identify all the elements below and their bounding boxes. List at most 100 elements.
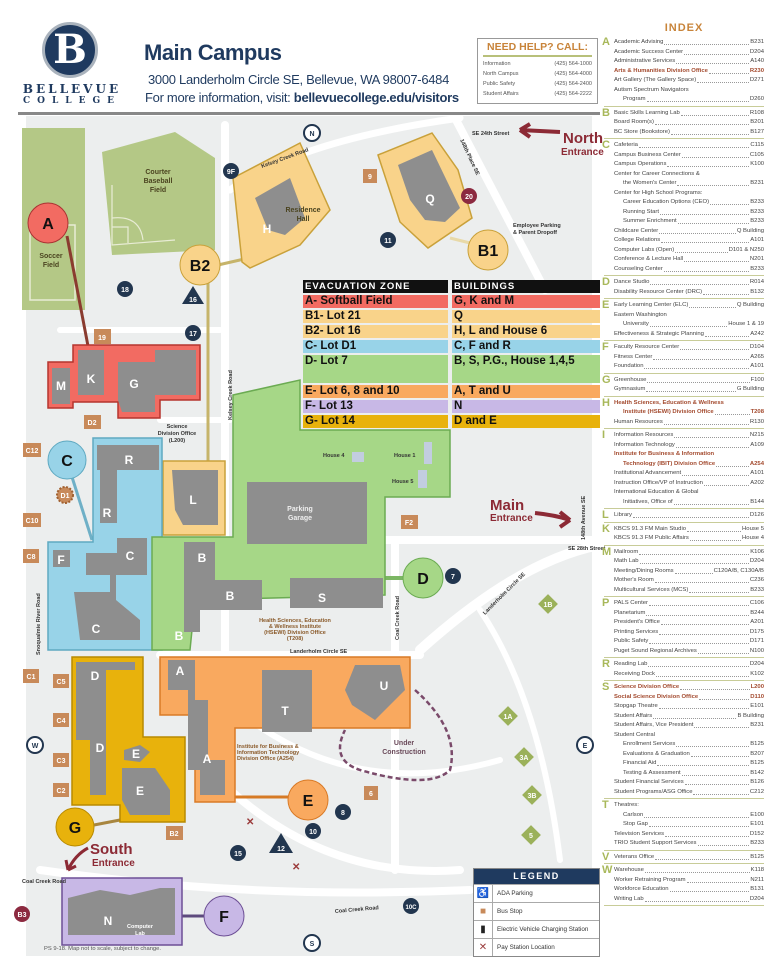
legend-item: ♿ADA Parking: [474, 884, 599, 902]
index-entry[interactable]: Health Sciences, Education & Wellness: [614, 399, 764, 409]
index-entry[interactable]: Theatres:: [614, 801, 764, 811]
index-entry[interactable]: Early Learning Center (ELC)Q Building: [614, 301, 764, 311]
index-entry[interactable]: Board Room(s)B201: [614, 118, 764, 128]
index-entry[interactable]: Student Central: [614, 731, 764, 741]
index-entry[interactable]: Disability Resource Center (DRC)B132: [614, 288, 764, 298]
visitors-link[interactable]: bellevuecollege.edu/visitors: [293, 90, 459, 105]
index-entry-room: K106: [750, 548, 764, 555]
help-row-phone[interactable]: (425) 564-1000: [554, 61, 592, 67]
index-entry-leader: [660, 208, 750, 215]
index-entry[interactable]: Computer Labs (Open)D101 & N250: [614, 246, 764, 256]
index-entry[interactable]: BC Store (Bookstore)B127: [614, 128, 764, 138]
help-row-phone[interactable]: (425) 564-4000: [554, 71, 592, 77]
evacuation-zone-markers[interactable]: A B2 B1 C D E G F: [27, 202, 509, 937]
index-entry[interactable]: Career Education Options (CEO)B233: [614, 198, 764, 208]
index-entry[interactable]: Center for Career Connections &: [614, 170, 764, 180]
index-entry[interactable]: International Education & Global: [614, 488, 764, 498]
index-entry-room: B244: [750, 609, 764, 616]
index-entry[interactable]: Art Gallery (The Gallery Space)D271: [614, 76, 764, 86]
index-entry[interactable]: Eastern Washington: [614, 311, 764, 321]
index-entry-leader: [686, 876, 750, 883]
index-entry[interactable]: Autism Spectrum Navigators: [614, 86, 764, 96]
legend-item: ■Bus Stop: [474, 902, 599, 920]
help-row-phone[interactable]: (425) 564-2222: [554, 91, 592, 97]
help-row-phone[interactable]: (425) 564-2400: [554, 81, 592, 87]
legend-title: LEGEND: [474, 869, 599, 884]
index-entry[interactable]: Institute for Business & Information: [614, 450, 764, 460]
index-entry[interactable]: Multicultural Services (MCS)B233: [614, 586, 764, 596]
index-entry[interactable]: Center for High School Programs:: [614, 189, 764, 199]
lot-markers[interactable]: 18 16 17 9F 11 7 8 10 15 12 10C 19 D2 C1…: [14, 163, 558, 922]
north-entrance-label-2: Entrance: [561, 147, 604, 158]
